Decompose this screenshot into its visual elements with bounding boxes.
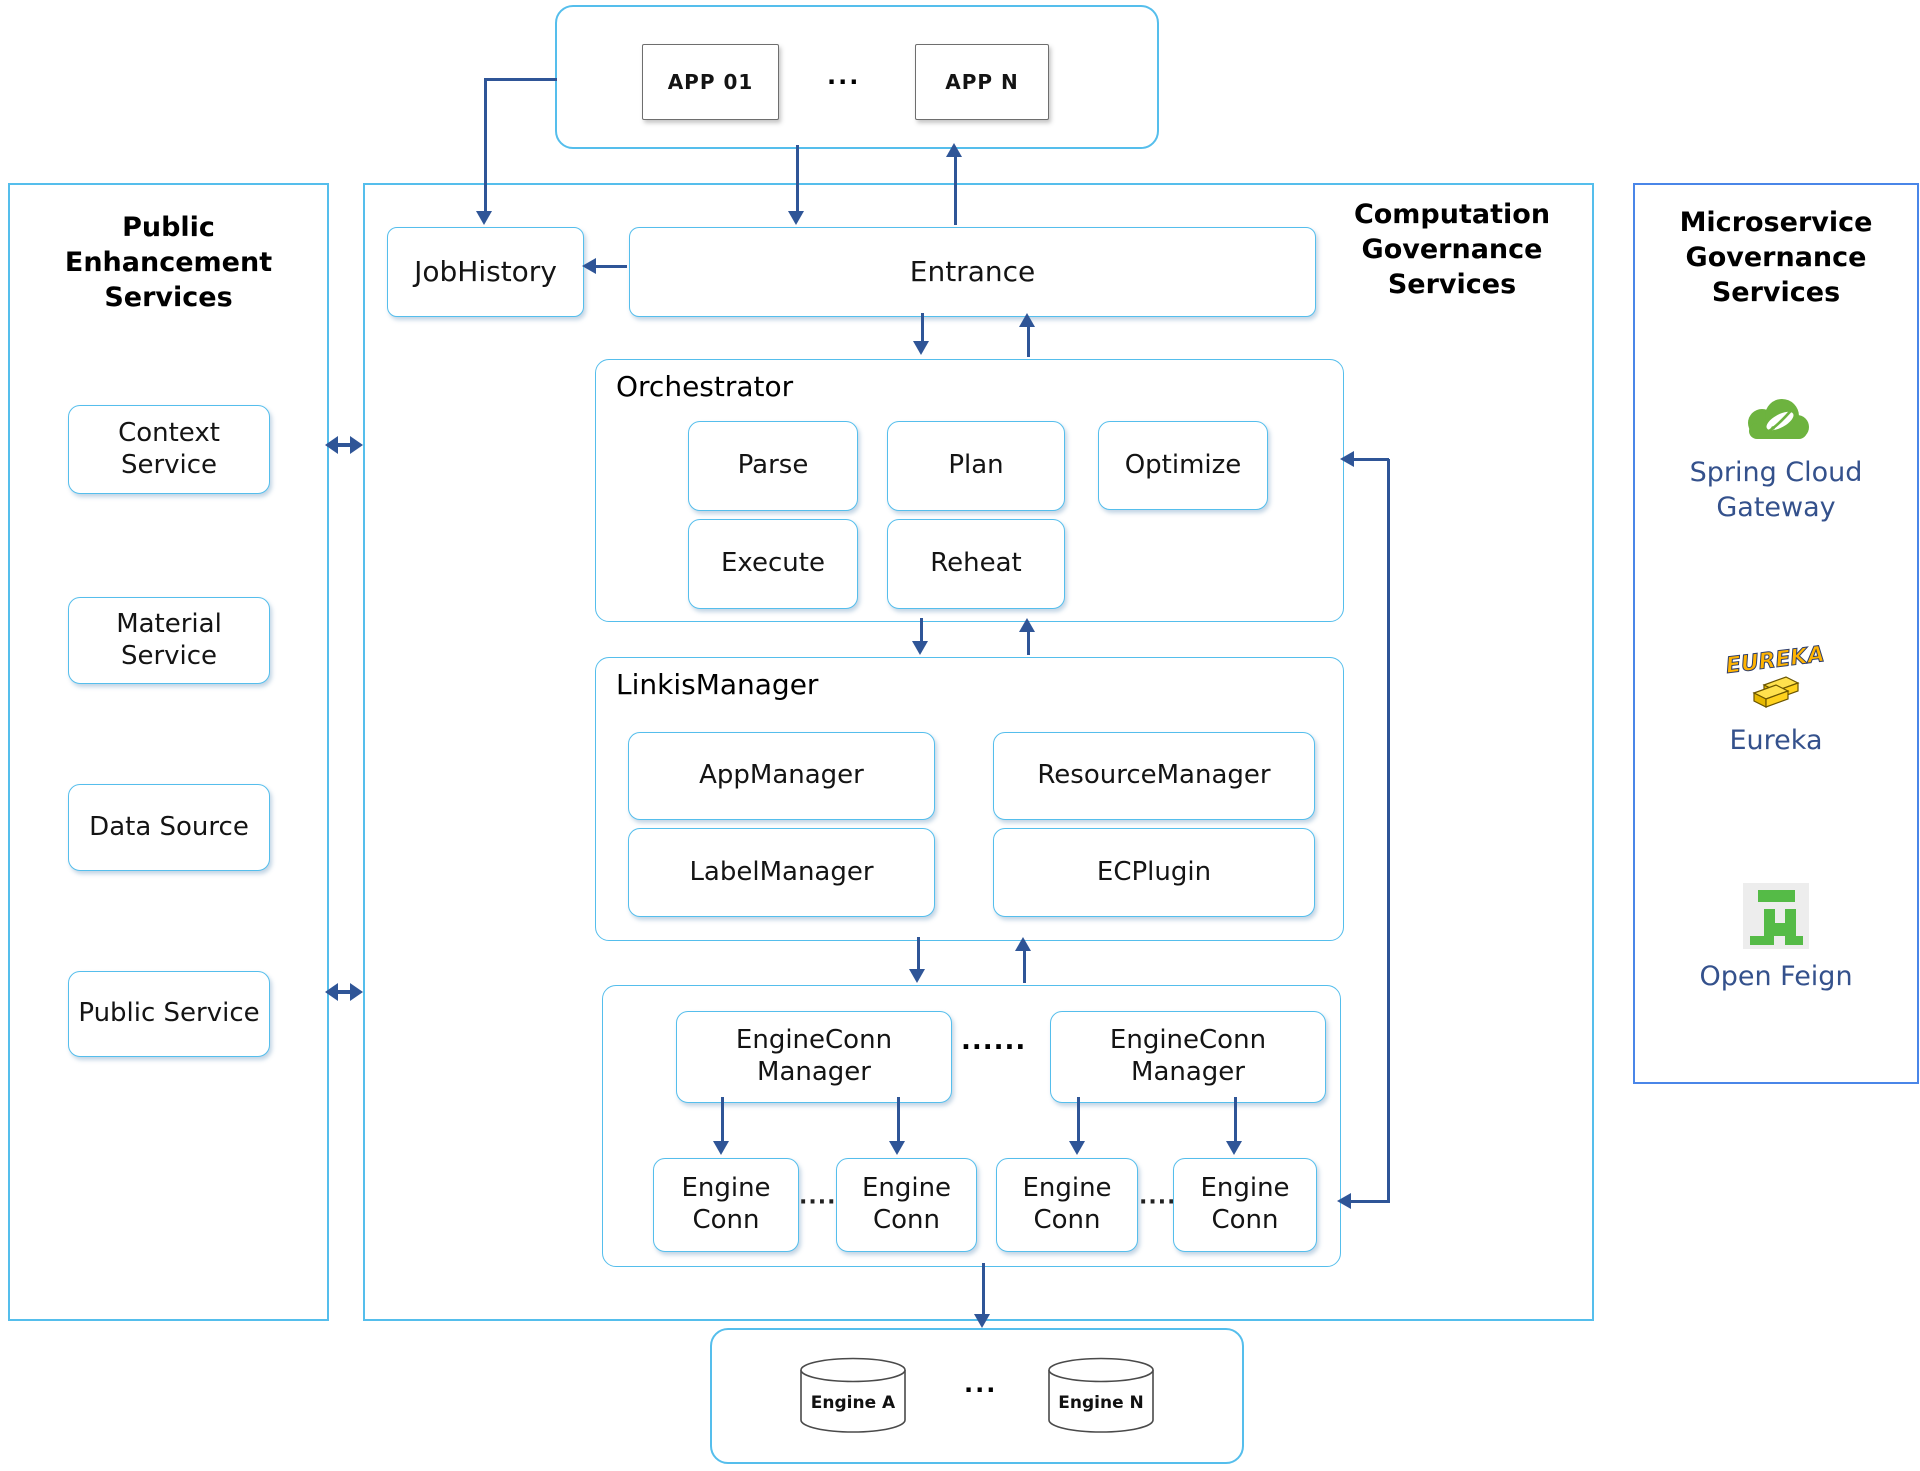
app-n-box: APP N [915, 44, 1049, 120]
computation-governance-panel: Computation Governance Services JobHisto… [363, 183, 1594, 1321]
material-service-box: Material Service [68, 597, 270, 684]
engine-conn-group: EngineConn Manager ...... EngineConn Man… [602, 985, 1341, 1267]
entrance-box: Entrance [629, 227, 1316, 317]
public-enhancement-panel: Public Enhancement Services Context Serv… [8, 183, 329, 1321]
linkis-manager-group: LinkisManager AppManager ResourceManager… [595, 657, 1344, 941]
engine-n-cylinder: Engine N [1042, 1355, 1160, 1443]
engine-a-label: Engine A [811, 1393, 896, 1413]
public-enhancement-title: Public Enhancement Services [64, 212, 273, 314]
eureka-label: Eureka [1729, 725, 1823, 756]
app-manager-box: AppManager [628, 732, 935, 820]
spring-cloud-gateway-label: Spring Cloud Gateway [1689, 457, 1863, 524]
public-service-box: Public Service [68, 971, 270, 1057]
engines-ellipsis: ... [964, 1370, 998, 1398]
engine-conn-4-box: Engine Conn [1173, 1158, 1317, 1252]
apps-ellipsis: ... [827, 62, 861, 90]
app-01-label: APP 01 [667, 70, 754, 94]
engine-conn-manager-ellipsis: ...... [961, 1026, 1027, 1056]
label-manager-box: LabelManager [628, 828, 935, 917]
optimize-box: Optimize [1098, 421, 1268, 510]
plan-box: Plan [887, 421, 1065, 511]
engine-n-label: Engine N [1058, 1393, 1144, 1413]
eureka-logo-text: EUREKA [1725, 643, 1826, 679]
engine-conn-2-box: Engine Conn [836, 1158, 977, 1252]
parse-box: Parse [688, 421, 858, 511]
engine-conn-1-box: Engine Conn [653, 1158, 799, 1252]
engine-conn-manager-2-box: EngineConn Manager [1050, 1011, 1326, 1103]
microservice-governance-panel: Microservice Governance Services Spring … [1633, 183, 1919, 1084]
context-service-box: Context Service [68, 405, 270, 494]
engine-conn-3-box: Engine Conn [996, 1158, 1138, 1252]
orchestrator-group: Orchestrator Parse Plan Optimize Execute… [595, 359, 1344, 622]
execute-box: Execute [688, 519, 858, 609]
spring-cloud-gateway-item: Spring Cloud Gateway [1635, 395, 1917, 525]
ec-plugin-box: ECPlugin [993, 828, 1315, 917]
reheat-box: Reheat [887, 519, 1065, 609]
computation-governance-title: Computation Governance Services [1353, 199, 1551, 301]
apps-container: APP 01 ... APP N [555, 5, 1159, 149]
open-feign-label: Open Feign [1699, 961, 1853, 992]
spring-cloud-gateway-icon [1739, 395, 1813, 449]
engine-conn-manager-1-box: EngineConn Manager [676, 1011, 952, 1103]
eureka-item: EUREKA Eureka [1635, 642, 1917, 758]
engines-container: Engine A ... Engine N [710, 1328, 1244, 1464]
microservice-governance-title: Microservice Governance Services [1679, 207, 1873, 309]
linkis-manager-label: LinkisManager [616, 668, 819, 701]
data-source-box: Data Source [68, 784, 270, 871]
app-n-label: APP N [945, 70, 1019, 94]
orchestrator-label: Orchestrator [616, 370, 794, 403]
eureka-icon: EUREKA [1724, 642, 1828, 717]
app-01-box: APP 01 [642, 44, 779, 120]
resource-manager-box: ResourceManager [993, 732, 1315, 820]
job-history-box: JobHistory [387, 227, 584, 317]
engine-a-cylinder: Engine A [794, 1355, 912, 1443]
open-feign-icon [1743, 883, 1809, 953]
open-feign-item: Open Feign [1635, 883, 1917, 994]
